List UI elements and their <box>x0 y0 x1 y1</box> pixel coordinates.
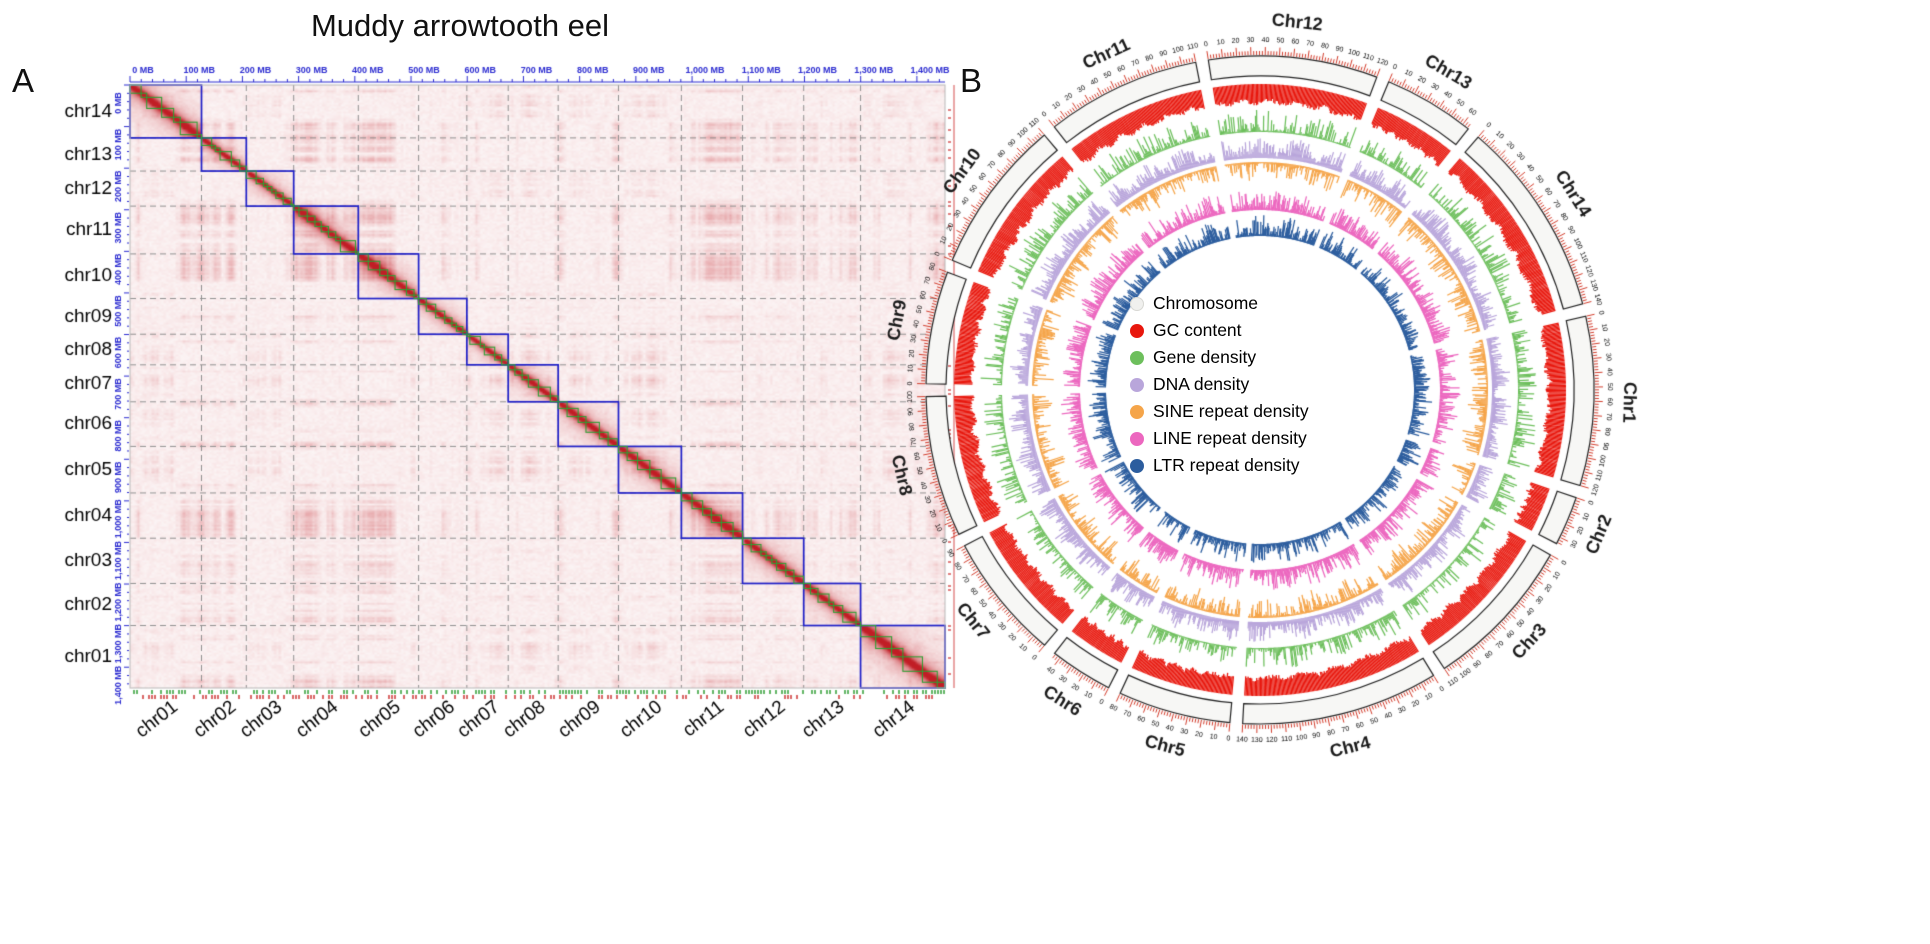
legend-item: LINE repeat density <box>1130 425 1309 452</box>
legend-item-label: Chromosome <box>1153 293 1259 313</box>
legend-item: Gene density <box>1130 344 1309 371</box>
legend-item: LTR repeat density <box>1130 452 1309 479</box>
hic-contact-map-canvas <box>0 0 970 944</box>
legend-item-label: LINE repeat density <box>1153 428 1307 448</box>
legend-item-label: GC content <box>1153 320 1242 340</box>
legend-color-dot-icon <box>1130 377 1144 392</box>
legend-item: Chromosome <box>1130 290 1309 317</box>
legend-color-dot-icon <box>1130 458 1144 473</box>
legend-color-dot-icon <box>1130 404 1144 419</box>
legend-color-dot-icon <box>1130 296 1144 311</box>
legend-color-dot-icon <box>1130 323 1144 338</box>
circos-plot-canvas <box>840 0 1930 944</box>
legend-item: DNA density <box>1130 371 1309 398</box>
legend-color-dot-icon <box>1130 350 1144 365</box>
legend-item-label: SINE repeat density <box>1153 401 1309 421</box>
legend-item: SINE repeat density <box>1130 398 1309 425</box>
legend-item-label: DNA density <box>1153 374 1250 394</box>
legend-item-label: Gene density <box>1153 347 1257 367</box>
legend-item: GC content <box>1130 317 1309 344</box>
legend-item-label: LTR repeat density <box>1153 455 1300 475</box>
legend-color-dot-icon <box>1130 431 1144 446</box>
